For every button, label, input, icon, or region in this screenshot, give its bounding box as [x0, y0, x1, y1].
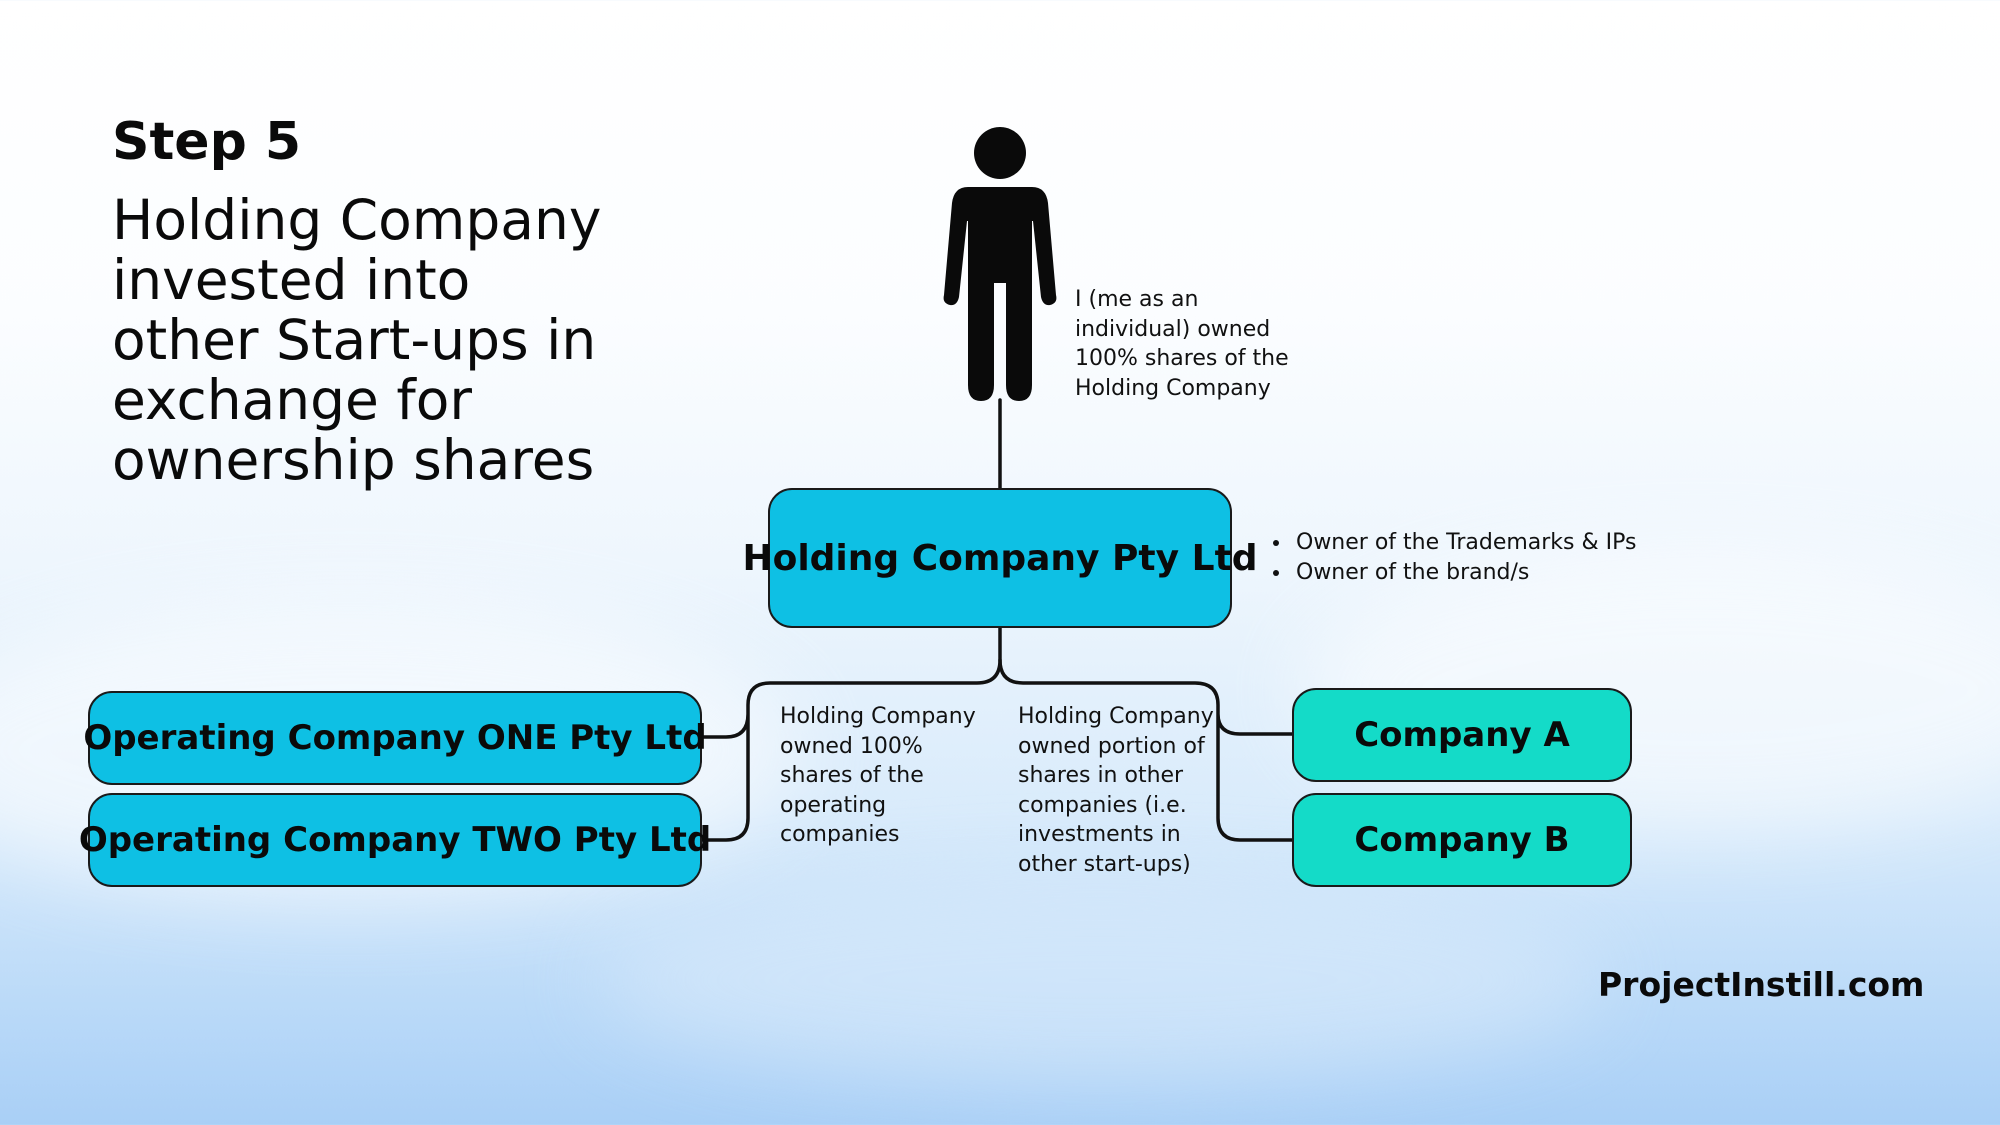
operating-note: Holding Company owned 100% shares of the…: [780, 704, 976, 847]
holding-company-box[interactable]: Holding Company Pty Ltd: [742, 488, 1258, 628]
owner-note: I (me as an individual) owned 100% share…: [1075, 287, 1289, 401]
investment-note: Holding Company owned portion of shares …: [1018, 704, 1214, 877]
holding-bullet-trademarks: Owner of the Trademarks & IPs: [1292, 528, 1712, 558]
operating-company-two-box[interactable]: Operating Company TWO Pty Ltd: [79, 793, 711, 887]
slide-heading: Holding Company invested into other Star…: [112, 188, 602, 492]
operating-branch-connector: [700, 626, 1002, 842]
operating-company-two-label: Operating Company TWO Pty Ltd: [78, 820, 712, 860]
operating-company-one-label: Operating Company ONE Pty Ltd: [83, 718, 707, 758]
holding-bullet-brands: Owner of the brand/s: [1292, 558, 1712, 588]
company-b-label: Company B: [1354, 820, 1570, 860]
company-a-label: Company A: [1354, 715, 1570, 755]
investment-branch-connector: [998, 658, 1294, 842]
company-b-box[interactable]: Company B: [1292, 793, 1632, 887]
holding-company-label: Holding Company Pty Ltd: [742, 537, 1258, 579]
person-icon: [943, 127, 1057, 401]
operating-company-one-box[interactable]: Operating Company ONE Pty Ltd: [83, 691, 707, 785]
holding-company-bullets: Owner of the Trademarks & IPs Owner of t…: [1270, 528, 1712, 587]
brand-watermark: ProjectInstill.com: [1598, 965, 1925, 1004]
step-label: Step 5: [112, 112, 302, 172]
company-a-box[interactable]: Company A: [1292, 688, 1632, 782]
